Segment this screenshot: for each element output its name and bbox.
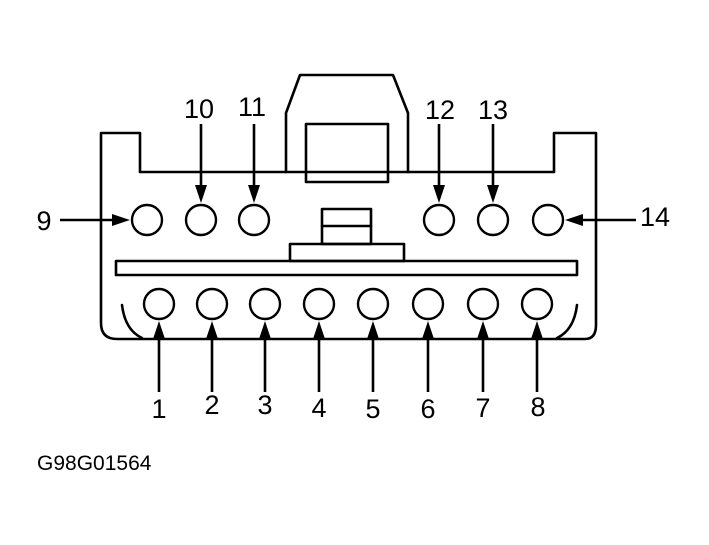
pin-9-label: 9 [36,206,51,236]
lock-window [304,122,390,184]
pin-13-cavity [476,203,510,237]
pin-11-cavity [237,203,271,237]
pin-10-label: 10 [184,94,214,124]
pin-6-label: 6 [420,394,435,424]
pin-2-arrow-head [206,321,218,339]
pin-9-arrow-head [112,214,130,226]
pin-7-arrow-head [477,321,489,339]
pin-7-cavity [466,287,500,321]
pin-13-label: 13 [478,95,508,125]
pin-5-cavity [356,287,390,321]
key-block-base [288,242,406,263]
housing-right-corner [555,303,579,340]
lock-tab-outline [284,73,410,174]
pin-10-cavity [184,203,218,237]
connector-housing [99,131,598,341]
separator-rail [114,259,579,277]
center-key [288,207,406,263]
housing-outline [99,131,598,341]
housing-left-corner [120,303,144,340]
pin-3-cavity [248,287,282,321]
pin-9-cavity [130,203,164,237]
pin-5-arrow-head [367,321,379,339]
pin-2-cavity [195,287,229,321]
pin-8-label: 8 [530,392,545,422]
pin-12-label: 12 [425,95,455,125]
pin-12-arrow-head [433,185,445,203]
pin-1-cavity [142,287,176,321]
pin-4-label: 4 [311,393,326,423]
pin-12-cavity [422,203,456,237]
pin-4-arrow-head [313,321,325,339]
pin-1-label: 1 [151,394,166,424]
pin-6-cavity [411,287,445,321]
pin-3-arrow-head [259,321,271,339]
pin-4-cavity [302,287,336,321]
locking-tab [284,73,410,184]
figure-code: G98G01564 [37,452,152,475]
pin-5-label: 5 [365,394,380,424]
pin-14-cavity [531,203,565,237]
pin-1-arrow-head [153,321,165,339]
pin-14-arrow-head [565,214,583,226]
pin-arrows [60,124,636,392]
pin-8-arrow-head [531,321,543,339]
pin-cavities [130,203,565,321]
pin-14-label: 14 [640,202,670,232]
pin-2-label: 2 [204,390,219,420]
pin-6-arrow-head [422,321,434,339]
pin-7-label: 7 [475,393,490,423]
pin-8-cavity [520,287,554,321]
pin-3-label: 3 [257,390,272,420]
pin-11-arrow-head [248,185,260,203]
pin-13-arrow-head [487,185,499,203]
pin-11-label: 11 [238,92,266,122]
pin-10-arrow-head [195,185,207,203]
